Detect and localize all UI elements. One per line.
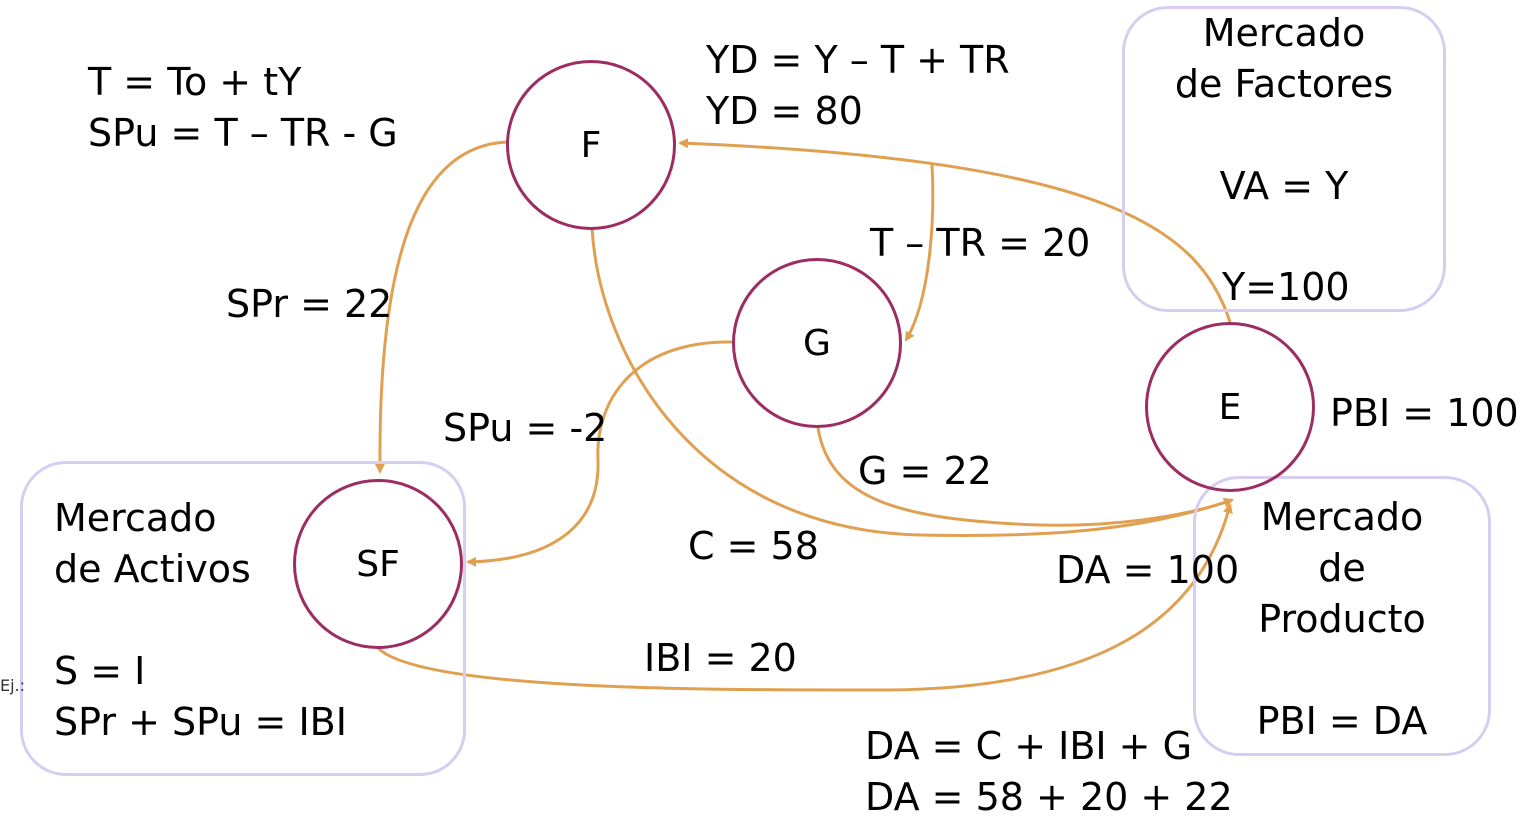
formula-yd-definition: YD = Y – T + TR xyxy=(706,38,1010,82)
arrow-e-to-f xyxy=(678,138,1232,323)
arrow-f-to-g xyxy=(904,164,935,342)
node-sf: SF xyxy=(293,479,463,649)
factores-title-2: de Factores xyxy=(1174,62,1394,106)
node-f-label: F xyxy=(580,124,602,166)
activos-title-2: de Activos xyxy=(54,547,251,591)
formula-da-sum: DA = 58 + 20 + 22 xyxy=(865,775,1233,819)
factores-equation: VA = Y xyxy=(1219,164,1349,208)
flow-label-g: G = 22 xyxy=(858,449,992,493)
arrow-g-to-e xyxy=(816,427,1234,527)
factores-value: Y=100 xyxy=(1222,265,1350,309)
node-f: F xyxy=(506,60,676,230)
arrow-f-to-sf xyxy=(374,140,509,474)
node-g-label: G xyxy=(803,322,831,364)
footnote-ej: Ej.: xyxy=(0,676,26,695)
activos-equation-1: S = I xyxy=(54,649,146,693)
formula-da-definition: DA = C + IBI + G xyxy=(865,724,1193,768)
formula-public-saving: SPu = T – TR - G xyxy=(88,111,398,155)
node-sf-label: SF xyxy=(356,543,400,585)
producto-title-3: Producto xyxy=(1258,597,1426,641)
node-e: E xyxy=(1145,322,1315,492)
flow-label-spr: SPr = 22 xyxy=(226,282,393,326)
flow-label-da: DA = 100 xyxy=(1056,548,1240,592)
activos-title-1: Mercado xyxy=(54,496,217,540)
arrow-g-to-sf xyxy=(466,340,734,567)
flow-label-ibi: IBI = 20 xyxy=(644,636,797,680)
activos-equation-2: SPr + SPu = IBI xyxy=(54,700,347,744)
factores-title-1: Mercado xyxy=(1202,11,1366,55)
formula-yd-value: YD = 80 xyxy=(706,89,863,133)
producto-title-2: de xyxy=(1318,546,1366,590)
formula-taxes: T = To + tY xyxy=(88,60,302,104)
flow-label-c: C = 58 xyxy=(688,524,819,568)
arrow-f-to-e xyxy=(590,227,1234,538)
node-e-label: E xyxy=(1218,386,1242,428)
producto-title-1: Mercado xyxy=(1260,495,1424,539)
flow-label-t-tr: T – TR = 20 xyxy=(870,221,1091,265)
box-mercado-activos xyxy=(20,461,466,776)
producto-equation: PBI = DA xyxy=(1256,699,1428,743)
box-mercado-producto xyxy=(1193,476,1491,756)
node-g: G xyxy=(732,258,902,428)
flow-label-spu: SPu = -2 xyxy=(443,406,608,450)
box-mercado-factores xyxy=(1122,6,1446,312)
arrow-sf-to-e xyxy=(376,503,1233,692)
formula-pbi: PBI = 100 xyxy=(1330,391,1519,435)
